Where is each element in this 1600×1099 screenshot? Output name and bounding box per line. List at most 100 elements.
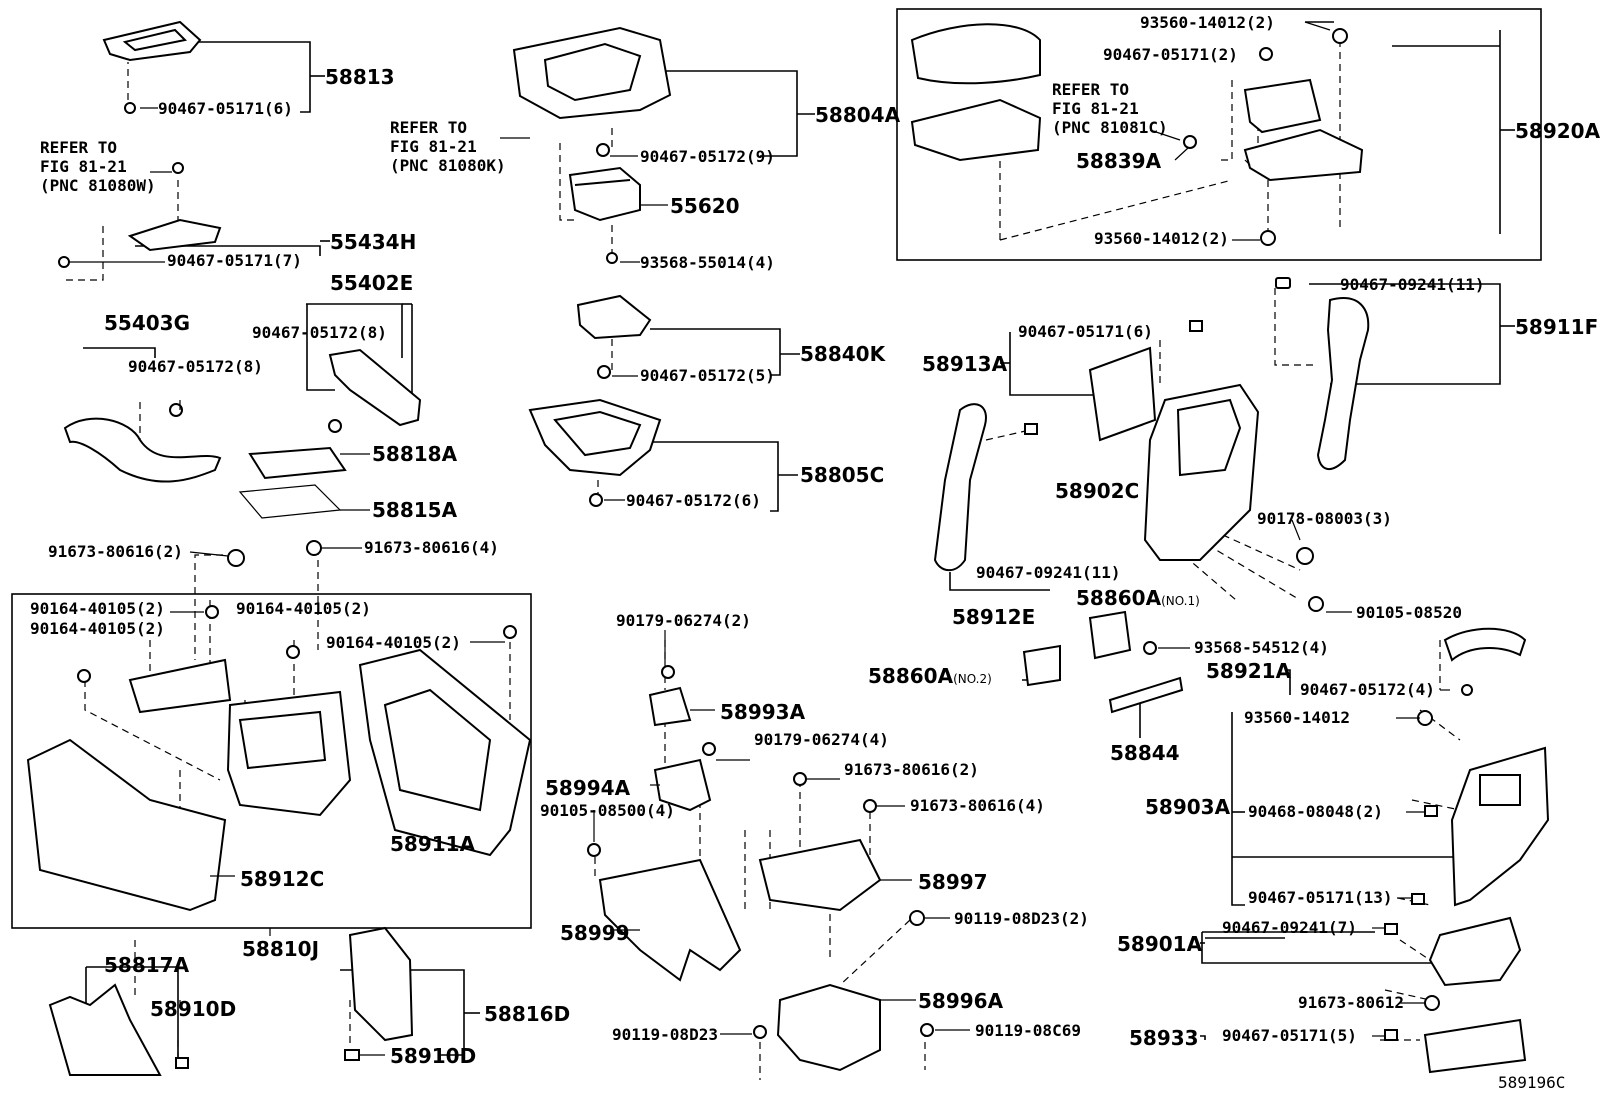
fastener-label-91673-80616-4a: 91673-80616(4) <box>364 538 499 557</box>
part-58997-shape <box>758 838 882 912</box>
fastener-label-90164-40105-2b: 90164-40105(2) <box>30 619 165 638</box>
part-58860a-no1-shape <box>1088 610 1132 660</box>
fastener-label-90467-05172-8b: 90467-05172(8) <box>128 357 263 376</box>
part-58844-shape <box>1108 676 1184 714</box>
part-label-58810j: 58810J <box>242 937 320 961</box>
fastener-label-93568-55014-4: 93568-55014(4) <box>640 253 775 272</box>
fastener-label-90467-05171-13: 90467-05171(13) <box>1248 888 1393 907</box>
part-label-58901a: 58901A <box>1117 932 1203 956</box>
fastener-label-90467-05171-2: 90467-05171(2) <box>1103 45 1238 64</box>
part-label-58902c: 58902C <box>1055 479 1140 503</box>
fastener-label-91673-80616-4b: 91673-80616(4) <box>910 796 1045 815</box>
part-label-58860a-no1: 58860A(NO.1) <box>1076 587 1200 612</box>
refer-line: (PNC 81081C) <box>1052 118 1168 137</box>
fastener-label-90467-05171-6b: 90467-05171(6) <box>1018 322 1153 341</box>
part-label-58839a: 58839A <box>1076 149 1162 173</box>
refer-line: REFER TO <box>390 118 468 137</box>
part-label-58920a: 58920A <box>1515 119 1600 143</box>
part-58920a-lid-shape <box>910 23 1041 85</box>
part-58999-shape <box>598 858 742 982</box>
fastener-label-90119-08d23: 90119-08D23 <box>612 1025 718 1044</box>
part-58913a-shape <box>1088 346 1157 442</box>
fastener-label-90467-05171-7: 90467-05171(7) <box>167 251 302 270</box>
part-label-58911a: 58911A <box>390 832 476 856</box>
part-58912c-shape <box>26 738 227 912</box>
refer-note-81080w: REFER TO FIG 81-21 (PNC 81080W) <box>40 138 156 195</box>
fastener-label-93560-14012: 93560-14012 <box>1244 708 1350 727</box>
part-58920a-base-shape <box>910 98 1042 162</box>
fastener-label-93560-14012-2a: 93560-14012(2) <box>1140 13 1275 32</box>
part-label-58818a: 58818A <box>372 442 458 466</box>
fastener-label-90178-08003-3: 90178-08003(3) <box>1257 509 1392 528</box>
fastener-label-90467-05172-5: 90467-05172(5) <box>640 366 775 385</box>
part-58933-shape <box>1423 1018 1527 1074</box>
bracket-58804a <box>655 70 798 157</box>
part-58816d-shape <box>348 926 414 1042</box>
part-58996a-shape <box>776 983 881 1072</box>
refer-line: REFER TO <box>40 138 118 157</box>
fastener-label-90467-05172-4: 90467-05172(4) <box>1300 680 1435 699</box>
fastener-label-90467-09241-7: 90467-09241(7) <box>1222 918 1357 937</box>
fastener-label-90105-08500-4: 90105-08500(4) <box>540 801 675 820</box>
part-55434h-shape <box>127 218 222 252</box>
group-frame-58810j <box>11 593 532 929</box>
part-58818a-shape <box>248 446 347 480</box>
part-58920a-latch-shape <box>1243 78 1322 134</box>
part-58993a-shape <box>648 686 692 727</box>
part-label-58993a: 58993A <box>720 700 806 724</box>
fastener-label-90467-05172-6: 90467-05172(6) <box>626 491 761 510</box>
part-label-58997: 58997 <box>918 870 988 894</box>
part-58903a-shape <box>1450 746 1550 907</box>
fastener-label-90467-05171-6: 90467-05171(6) <box>158 99 293 118</box>
fastener-label-90119-08d23-2: 90119-08D23(2) <box>954 909 1089 928</box>
fastener-label-90164-40105-2a: 90164-40105(2) <box>30 599 165 618</box>
part-label-58994a: 58994A <box>545 776 631 800</box>
fastener-label-90467-05172-9: 90467-05172(9) <box>640 147 775 166</box>
fastener-label-90164-40105-2c: 90164-40105(2) <box>236 599 371 618</box>
part-55403g-shape <box>63 417 222 483</box>
variant-suffix: (NO.2) <box>953 672 992 686</box>
part-label-58912e: 58912E <box>952 605 1036 629</box>
part-58840k-shape <box>576 294 652 340</box>
refer-line: (PNC 81080W) <box>40 176 156 195</box>
part-label-58910d-b: 58910D <box>390 1044 477 1068</box>
part-label-58844: 58844 <box>1110 741 1180 765</box>
part-label-58840k: 58840K <box>800 342 886 366</box>
part-label-58911f: 58911F <box>1515 315 1599 339</box>
refer-line: REFER TO <box>1052 80 1130 99</box>
part-label-58913a: 58913A <box>922 352 1008 376</box>
bracket-58813 <box>198 41 311 113</box>
fastener-label-90119-08c69: 90119-08C69 <box>975 1021 1081 1040</box>
fastener-label-90164-40105-2d: 90164-40105(2) <box>326 633 461 652</box>
part-58810j-bracket-shape <box>128 658 232 714</box>
fastener-label-91673-80616-2b: 91673-80616(2) <box>844 760 979 779</box>
part-label-58933: 58933 <box>1129 1026 1199 1050</box>
variant-suffix: (NO.1) <box>1161 594 1200 608</box>
part-58815a-shape <box>238 484 342 519</box>
part-label-58999: 58999 <box>560 921 630 945</box>
part-58860a-no2-shape <box>1022 644 1061 687</box>
fastener-label-90467-09241-11b: 90467-09241(11) <box>976 563 1121 582</box>
fastener-label-91673-80616-2a: 91673-80616(2) <box>48 542 183 561</box>
fastener-label-90467-09241-11a: 90467-09241(11) <box>1340 275 1485 294</box>
refer-note-81081c: REFER TO FIG 81-21 (PNC 81081C) <box>1052 80 1168 137</box>
part-label-55620: 55620 <box>670 194 740 218</box>
part-label-58912c: 58912C <box>240 867 325 891</box>
part-55620-shape <box>568 166 641 222</box>
part-58817a-shape <box>48 983 162 1076</box>
part-label-58860a-no2: 58860A(NO.2) <box>868 665 992 690</box>
fastener-label-90179-06274-4: 90179-06274(4) <box>754 730 889 749</box>
part-label-55434h: 55434H <box>330 230 417 254</box>
fastener-label-93560-14012-2b: 93560-14012(2) <box>1094 229 1229 248</box>
part-58921a-shape <box>1443 627 1527 662</box>
fastener-label-90105-08520: 90105-08520 <box>1356 603 1462 622</box>
part-label-58996a: 58996A <box>918 989 1004 1013</box>
part-number: 58860A <box>1076 586 1162 610</box>
group-frame-58920a <box>896 8 1542 261</box>
refer-note-81080k: REFER TO FIG 81-21 (PNC 81080K) <box>390 118 506 175</box>
part-label-58813: 58813 <box>325 65 395 89</box>
fastener-label-90467-05171-5: 90467-05171(5) <box>1222 1026 1357 1045</box>
part-label-58903a: 58903A <box>1145 795 1231 819</box>
part-58912e-shape <box>933 403 987 572</box>
